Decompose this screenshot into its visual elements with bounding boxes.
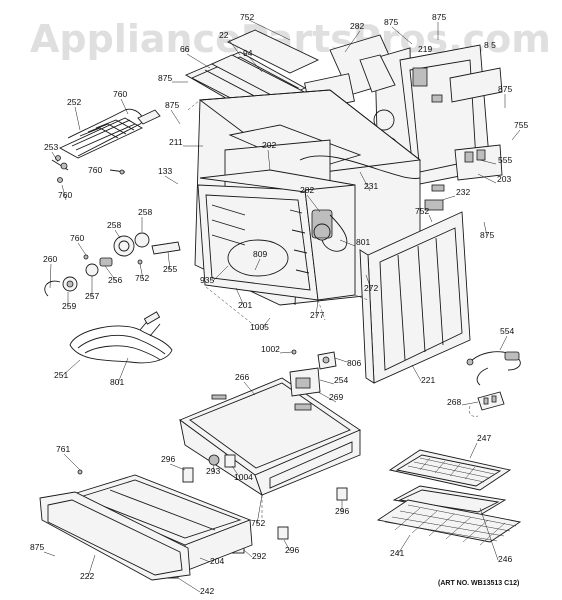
knob-assembly	[44, 232, 181, 297]
callout-c-211: 211	[169, 137, 183, 147]
callout-labels: 752 22 282 875 875 219 8 5 66 94 875 760 252 875 875 7…	[30, 12, 528, 596]
callout-c-282-mid: 282	[300, 185, 314, 195]
power-cord-554	[466, 351, 521, 386]
callout-c-806: 806	[347, 358, 361, 368]
callout-c-242: 242	[200, 586, 214, 596]
callout-c-232: 232	[456, 187, 470, 197]
callout-c-201: 201	[238, 300, 252, 310]
callout-c-221: 221	[421, 375, 435, 385]
callout-c-256: 256	[108, 275, 122, 285]
callout-c-257: 257	[85, 291, 99, 301]
callout-c-554: 554	[500, 326, 514, 336]
callout-c-22: 22	[219, 30, 229, 40]
callout-c-254: 254	[334, 375, 348, 385]
callout-c-801-a: 801	[356, 237, 370, 247]
callout-c-292: 292	[252, 551, 266, 561]
callout-c-133: 133	[158, 166, 172, 176]
callout-c-752-top: 752	[240, 12, 254, 22]
callout-c-272: 272	[364, 283, 378, 293]
callout-c-258-b: 258	[107, 220, 121, 230]
callout-c-282-top: 282	[350, 21, 364, 31]
callout-c-935: 935	[200, 275, 214, 285]
bake-element-251	[69, 311, 173, 364]
callout-c-260: 260	[43, 254, 57, 264]
callout-c-761: 761	[56, 444, 70, 454]
callout-c-247: 247	[477, 433, 491, 443]
callout-c-296-b: 296	[335, 506, 349, 516]
callout-c-66: 66	[180, 44, 190, 54]
small-parts-cluster	[289, 349, 337, 397]
callout-c-252: 252	[67, 97, 81, 107]
oven-cavity-201	[197, 169, 356, 301]
callout-c-809: 809	[253, 249, 267, 259]
callout-c-246: 246	[498, 554, 512, 564]
callout-c-1005: 1005	[250, 322, 269, 332]
callout-c-755: 755	[514, 120, 528, 130]
callout-c-815: 8 5	[484, 40, 496, 50]
callout-c-269: 269	[329, 392, 343, 402]
callout-c-219: 219	[418, 44, 432, 54]
callout-c-752-c: 752	[251, 518, 265, 528]
callout-c-760-c: 760	[58, 190, 72, 200]
callout-c-555: 555	[498, 155, 512, 165]
callout-c-203: 203	[497, 174, 511, 184]
callout-c-752-b: 752	[135, 273, 149, 283]
callout-c-875-e: 875	[498, 84, 512, 94]
callout-c-259: 259	[62, 301, 76, 311]
callout-c-94: 94	[243, 48, 253, 58]
callout-c-760-b: 760	[88, 165, 102, 175]
callout-c-752-mid: 752	[415, 206, 429, 216]
terminal-block-268	[469, 391, 505, 417]
callout-c-875-b: 875	[432, 12, 446, 22]
callout-c-255: 255	[163, 264, 177, 274]
callout-c-296-a: 296	[161, 454, 175, 464]
callout-c-277: 277	[310, 310, 324, 320]
callout-c-1002: 1002	[261, 344, 280, 354]
callout-c-268: 268	[447, 397, 461, 407]
callout-c-258-a: 258	[138, 207, 152, 217]
callout-c-253: 253	[44, 142, 58, 152]
callout-c-231: 231	[364, 181, 378, 191]
broiler-pan-247	[388, 449, 512, 516]
element-terminals	[51, 159, 126, 175]
wire-harness	[321, 214, 348, 252]
callout-c-241: 241	[390, 548, 404, 558]
callout-c-760-d: 760	[70, 233, 84, 243]
callout-c-296-c: 296	[285, 545, 299, 555]
oven-door-221	[359, 211, 471, 384]
callout-c-204: 204	[210, 556, 224, 566]
broil-element-252	[55, 108, 161, 183]
callout-c-875-a: 875	[384, 17, 398, 27]
callout-c-266: 266	[235, 372, 249, 382]
callout-c-251: 251	[54, 370, 68, 380]
callout-c-875-d: 875	[165, 100, 179, 110]
callout-c-875-f: 875	[480, 230, 494, 240]
drawer-frame-266	[179, 377, 361, 497]
callout-c-875-g: 875	[30, 542, 44, 552]
art-number: (ART NO. WB13513 C12)	[438, 580, 519, 587]
callout-c-875-c: 875	[158, 73, 172, 83]
callout-c-801-b: 801	[110, 377, 124, 387]
callout-c-760-a: 760	[113, 89, 127, 99]
callout-c-293: 293	[206, 466, 220, 476]
callout-c-1004: 1004	[234, 472, 253, 482]
rear-panel-assembly	[304, 34, 503, 211]
oven-rack-241	[376, 499, 522, 546]
callout-c-202: 202	[262, 140, 276, 150]
callout-c-222: 222	[80, 571, 94, 581]
leader-lines	[43, 19, 521, 593]
assembly-guide-lines	[187, 99, 369, 520]
